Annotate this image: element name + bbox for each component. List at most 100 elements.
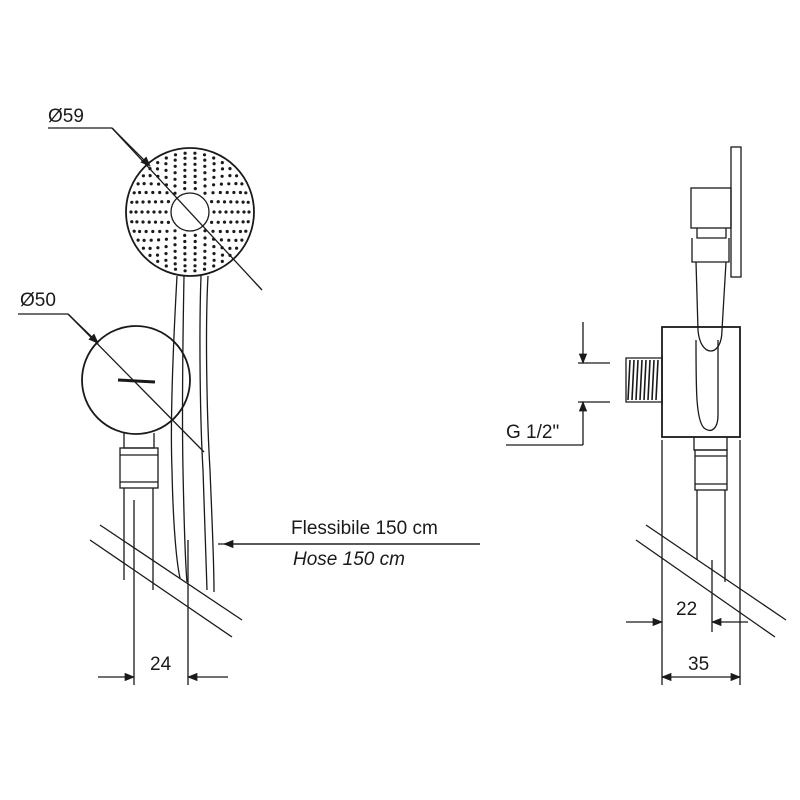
- nozzle-dot: [155, 253, 160, 257]
- nozzle-dot: [156, 259, 160, 263]
- nozzle-dot: [225, 229, 229, 234]
- hand-shower-handle: [170, 275, 215, 593]
- nozzle-dot: [234, 238, 238, 242]
- nozzle-dot: [141, 174, 145, 178]
- nozzle-dot: [211, 191, 215, 195]
- nozzle-dot: [158, 210, 162, 214]
- nozzle-dot: [134, 210, 138, 214]
- nozzle-dot: [183, 187, 187, 191]
- nozzle-dot: [202, 153, 207, 157]
- nozzle-dot: [135, 220, 139, 224]
- nozzle-dot: [219, 238, 223, 242]
- nozzle-dot: [173, 191, 177, 195]
- nozzle-dot: [240, 182, 244, 186]
- nozzle-dot: [246, 200, 250, 204]
- nozzle-dot: [157, 182, 161, 186]
- nozzle-dot: [132, 229, 136, 233]
- nozzle-dot: [144, 229, 148, 234]
- nozzle-dot: [146, 210, 150, 214]
- nozzle-dot: [203, 262, 207, 266]
- wall-holder: [81, 325, 191, 590]
- nozzle-dot: [173, 243, 177, 247]
- nozzle-dot: [156, 246, 160, 250]
- nozzle-dot: [193, 156, 197, 160]
- nozzle-dot: [193, 258, 197, 262]
- label-left-width: 24: [150, 654, 172, 675]
- nozzle-dot: [164, 210, 168, 214]
- nozzle-dot: [203, 184, 207, 188]
- nozzle-dot: [228, 174, 232, 178]
- nozzle-dot: [183, 151, 187, 155]
- nozzle-dot: [211, 229, 215, 233]
- dim-right-outer: [660, 440, 742, 685]
- nozzle-dot: [228, 246, 232, 250]
- nozzle-dot: [173, 262, 177, 266]
- nozzle-dot: [153, 220, 158, 224]
- nozzle-dot: [165, 229, 169, 233]
- nozzle-dot: [193, 233, 197, 237]
- nozzle-dot: [141, 200, 145, 204]
- nozzle-dot: [148, 246, 152, 250]
- wall-left: [89, 524, 243, 638]
- nozzle-dot: [210, 220, 214, 224]
- nozzle-dot: [203, 236, 207, 240]
- nozzle-dot: [173, 267, 178, 271]
- nozzle-dot: [212, 210, 216, 214]
- nozzle-dot: [164, 175, 168, 179]
- dim-right-inner: [626, 440, 748, 685]
- nozzle-dot: [212, 245, 216, 249]
- nozzle-dot: [130, 220, 134, 224]
- nozzle-dot: [173, 229, 177, 233]
- nozzle-dot: [229, 200, 233, 204]
- nozzle-dot: [152, 210, 156, 214]
- nozzle-dot: [193, 180, 197, 185]
- nozzle-dot: [203, 171, 207, 175]
- nozzle-dot: [220, 259, 224, 263]
- nozzle-dot: [164, 258, 168, 262]
- nozzle-dot: [141, 220, 145, 224]
- nozzle-dot: [164, 168, 168, 172]
- nozzle-dot: [210, 200, 214, 204]
- shower-head-side: [690, 146, 742, 352]
- label-right-outer: 35: [688, 654, 709, 675]
- thread-line: [631, 359, 635, 401]
- nozzle-dot: [218, 190, 222, 195]
- nozzle-dot: [216, 220, 220, 224]
- nozzle-dot: [144, 190, 148, 195]
- nozzle-dot: [232, 229, 236, 234]
- nozzle-dot: [160, 220, 164, 224]
- nozzle-dot: [173, 171, 177, 175]
- nozzle-dot: [183, 180, 187, 185]
- nozzle-dot: [193, 246, 197, 250]
- thread-line: [651, 359, 655, 401]
- nozzle-dot: [183, 233, 187, 237]
- nozzle-dot: [235, 174, 239, 178]
- nozzle-pattern: [129, 151, 251, 273]
- nozzle-dot: [193, 151, 197, 155]
- nozzle-dot: [164, 162, 168, 166]
- nozzle-dot: [238, 229, 242, 234]
- nozzle-dot: [153, 200, 158, 204]
- label-head-diameter: Ø59: [48, 106, 84, 127]
- nozzle-dot: [151, 229, 155, 234]
- nozzle-dot: [203, 191, 207, 195]
- nozzle-dot: [216, 200, 220, 204]
- nozzle-dot: [183, 239, 187, 244]
- nozzle-dot: [219, 182, 223, 186]
- nozzle-dot: [212, 162, 216, 166]
- nozzle-dot: [173, 256, 177, 260]
- nozzle-dot: [202, 267, 207, 271]
- nozzle-dot: [173, 177, 177, 181]
- nozzle-dot: [193, 162, 197, 166]
- nozzle-dot: [244, 229, 248, 233]
- nozzle-dot: [173, 164, 177, 168]
- nozzle-dot: [203, 158, 207, 162]
- thread-line: [655, 359, 659, 401]
- nozzle-dot: [140, 210, 144, 214]
- dim-thread: [506, 322, 610, 446]
- nozzle-dot: [241, 220, 245, 224]
- nozzle-dot: [218, 210, 222, 214]
- nozzle-dot: [240, 238, 244, 242]
- nozzle-dot: [147, 220, 151, 224]
